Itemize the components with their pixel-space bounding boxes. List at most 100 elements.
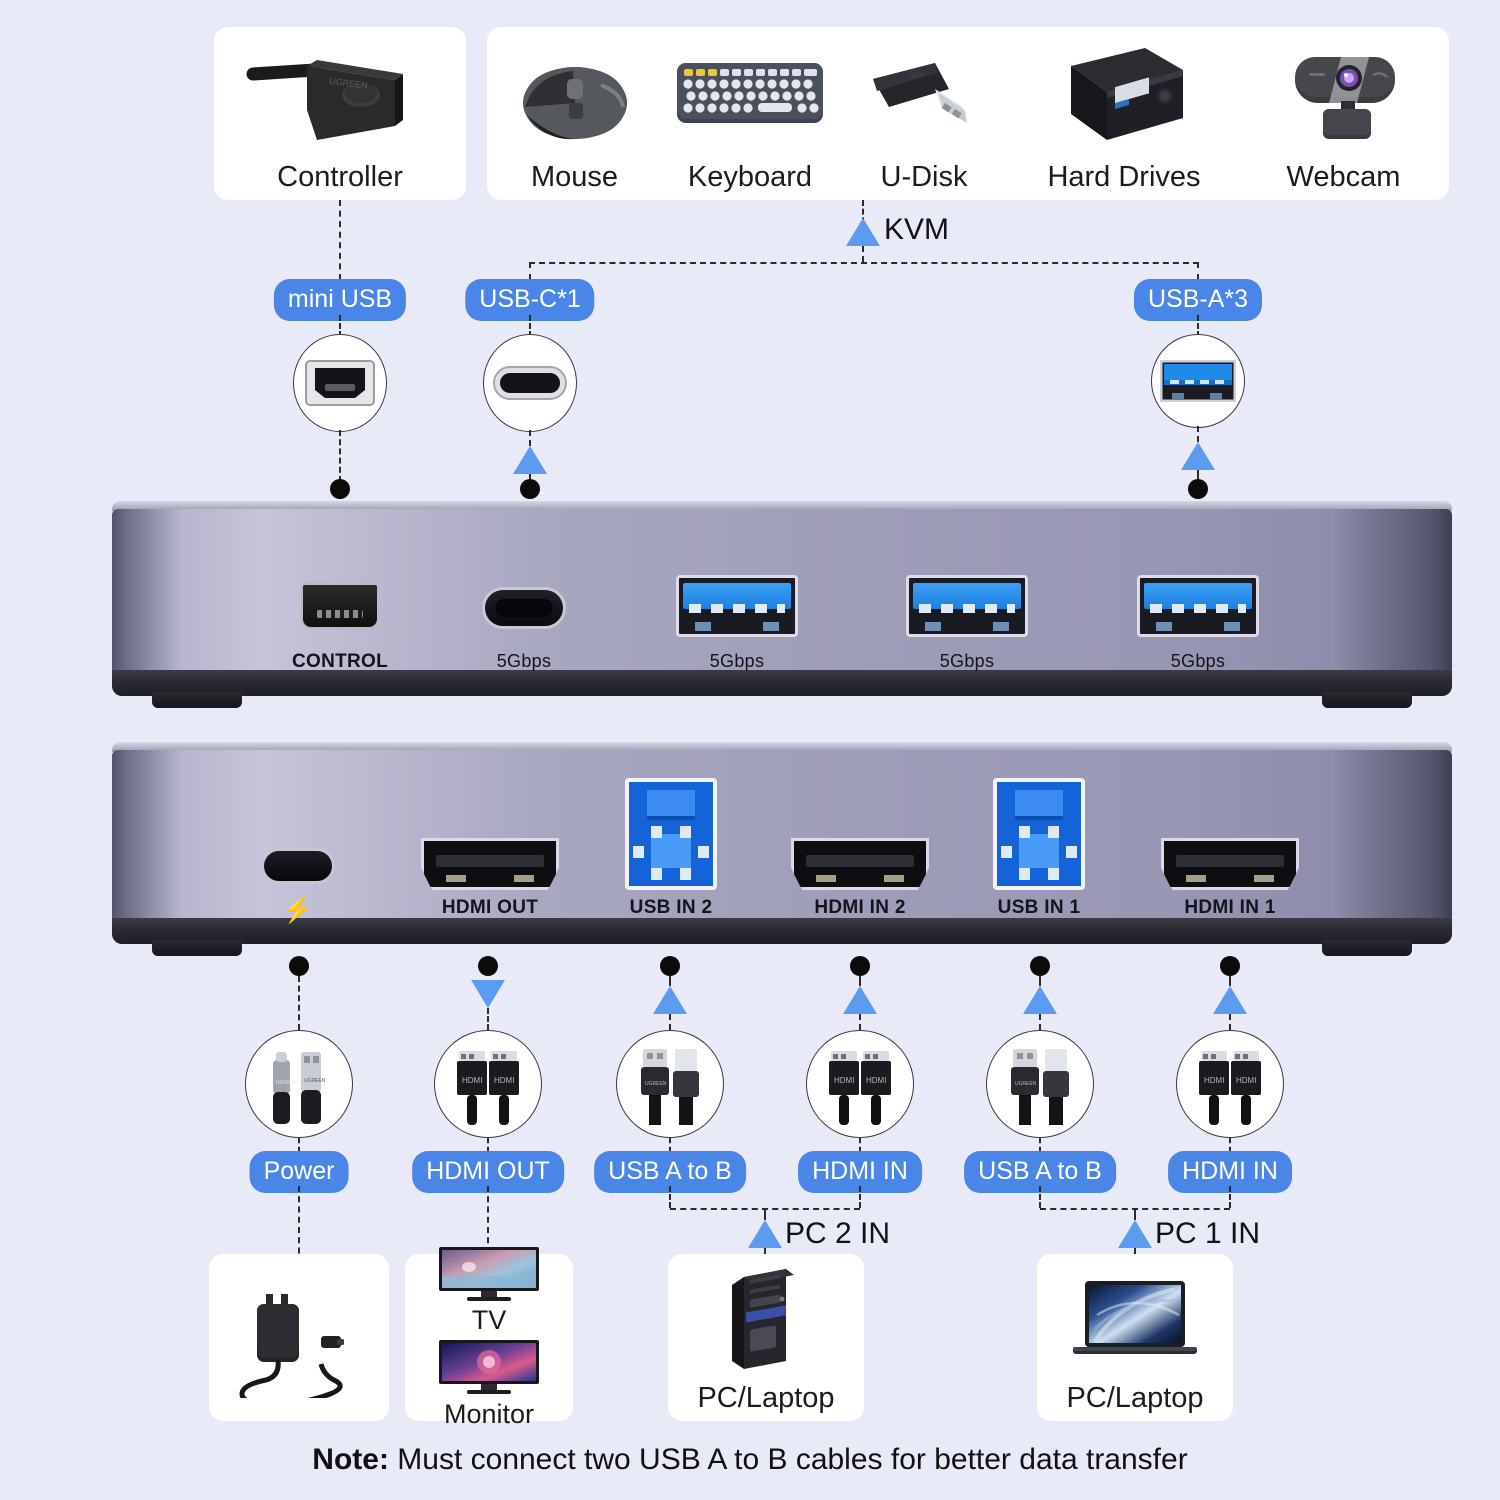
- kvm-arrow-icon: [846, 218, 880, 246]
- line-hdmiin2-down-a: [859, 976, 861, 986]
- line-usba-to-device: [1197, 426, 1199, 442]
- usba-arrow-icon: [1181, 442, 1215, 470]
- monitor-label: Monitor: [443, 1399, 535, 1429]
- pc1-arrow-icon: [1118, 1220, 1152, 1248]
- line-circle-to-badge-hdmiin2: [859, 1138, 861, 1152]
- port-label-usbc-5gbps: 5Gbps: [496, 651, 552, 671]
- device-card-hard-drives: Hard Drives: [1010, 27, 1238, 200]
- closeup-hdmi-in-cable-pc1: HDMI HDMI: [1176, 1030, 1284, 1138]
- controller-to-miniusb-line: [339, 200, 341, 280]
- port-hdmi-in-2: [791, 838, 929, 890]
- connection-dot-hdmi-in-2: [850, 956, 870, 976]
- controller-icon: UGREEN: [214, 27, 466, 162]
- kvm-bracket-right-drop: [1197, 262, 1199, 280]
- line-usbc-to-device: [529, 430, 531, 446]
- badge-usb-c: USB-C*1: [465, 279, 595, 321]
- line-hdmiin2-down-b: [859, 1014, 861, 1030]
- port-hdmi-in-1: [1161, 838, 1299, 890]
- line-usba-to-device-2: [1197, 470, 1199, 482]
- note-body: Must connect two USB A to B cables for b…: [388, 1443, 1188, 1476]
- svg-text:UGREEN: UGREEN: [304, 1078, 326, 1084]
- port-front-usb-c: [482, 587, 566, 629]
- pc2-stem: [764, 1208, 766, 1220]
- badge-hdmi-in-pc2: HDMI IN: [798, 1151, 922, 1193]
- monitor-icon: [437, 1338, 541, 1401]
- desktop-tower-icon: [668, 1254, 864, 1383]
- hdmi-cable-icon: HDMI HDMI: [1199, 1051, 1261, 1125]
- svg-text:UGREEN: UGREEN: [645, 1081, 667, 1087]
- connection-dot-usb-c: [520, 479, 540, 499]
- line-hdmiin1-down-a: [1229, 976, 1231, 986]
- line-usbin2-down-b: [669, 1014, 671, 1030]
- closeup-usb-a-to-b-cable-pc1: UGREEN: [986, 1030, 1094, 1138]
- device-card-pc-laptop-1: PC/Laptop: [1037, 1254, 1233, 1421]
- device-card-label: Controller: [277, 161, 403, 194]
- device-card-keyboard: Keyboard: [662, 27, 838, 200]
- line-hdmiin1-down-b: [1229, 1014, 1231, 1030]
- port-front-usb-a-2: [906, 575, 1028, 637]
- device-card-group-usb: Mouse: [487, 27, 1449, 200]
- line-usba-to-circle: [1197, 315, 1199, 337]
- kvm-stem-lower: [862, 246, 864, 262]
- port-label-control: CONTROL: [291, 651, 389, 672]
- line-circle-to-badge-hdmiout: [487, 1138, 489, 1152]
- hdmi-in-1-arrow-icon: [1213, 986, 1247, 1014]
- port-label-usb-in-2: USB IN 2: [629, 897, 713, 918]
- kvm-label: KVM: [884, 213, 950, 246]
- external-hard-drive-icon: [1010, 27, 1238, 162]
- device-card-label: Webcam: [1286, 161, 1401, 194]
- mini-usb-port-icon: [305, 360, 375, 406]
- pc1-left-riser: [1039, 1186, 1041, 1208]
- svg-text:HDMI: HDMI: [866, 1076, 886, 1085]
- tv-label: TV: [471, 1305, 507, 1336]
- badge-usb-a: USB-A*3: [1133, 279, 1263, 321]
- closeup-power-cable: UGREEN UGREEN: [245, 1030, 353, 1138]
- pc2-arrow-icon: [748, 1220, 782, 1248]
- device-top-edge: [112, 501, 1452, 511]
- laptop-icon: [1037, 1254, 1233, 1383]
- device-card-mouse: Mouse: [487, 27, 662, 200]
- closeup-usb-a-port: [1151, 334, 1245, 428]
- pc1-label: PC 1 IN: [1155, 1217, 1261, 1250]
- line-miniusb-to-device: [339, 430, 341, 482]
- svg-text:HDMI: HDMI: [1236, 1076, 1256, 1085]
- pc2-left-riser: [669, 1186, 671, 1208]
- device-card-label: U-Disk: [880, 161, 968, 194]
- svg-text:HDMI: HDMI: [1204, 1076, 1224, 1085]
- usb-c-port-icon: [493, 366, 567, 400]
- line-usbin2-down-a: [669, 976, 671, 986]
- connection-dot-power: [289, 956, 309, 976]
- device-card-label: PC/Laptop: [1066, 1382, 1204, 1415]
- device-card-label: Mouse: [530, 161, 619, 194]
- closeup-hdmi-out-cable: HDMI HDMI: [434, 1030, 542, 1138]
- device-card-tv-monitor: TV Monitor: [405, 1247, 573, 1429]
- port-label-usba2-5gbps: 5Gbps: [939, 651, 995, 671]
- device-rear-face: [112, 750, 1452, 922]
- hdmi-in-2-arrow-icon: [843, 986, 877, 1014]
- pc2-label: PC 2 IN: [785, 1217, 891, 1250]
- usb-in-1-arrow-icon: [1023, 986, 1057, 1014]
- lightning-bolt-icon: ⚡: [281, 894, 315, 924]
- kvm-switch-rear-panel: ⚡ HDMI OUT USB IN 2 HDMI IN 2 USB IN 1 H…: [112, 742, 1452, 956]
- device-card-udisk: U-Disk: [838, 27, 1010, 200]
- usb-in-2-arrow-icon: [653, 986, 687, 1014]
- device-card-controller: UGREEN Controller: [214, 27, 466, 200]
- line-power-down: [298, 976, 300, 1030]
- line-circle-to-badge-usbab1: [1039, 1138, 1041, 1152]
- usbc-arrow-icon: [513, 446, 547, 474]
- port-front-usb-a-1: [676, 575, 798, 637]
- power-adapter-icon: [209, 1254, 389, 1421]
- device-card-label: Hard Drives: [1047, 161, 1201, 194]
- connection-dot-hdmi-in-1: [1220, 956, 1240, 976]
- closeup-usb-a-to-b-cable-pc2: UGREEN: [616, 1030, 724, 1138]
- svg-text:HDMI: HDMI: [462, 1076, 482, 1085]
- closeup-usb-c-port: [483, 334, 577, 432]
- mouse-icon: [487, 27, 662, 162]
- line-hdmiout-down: [487, 1008, 489, 1030]
- connection-dot-mini-usb: [330, 479, 350, 499]
- connection-dot-usb-a: [1188, 479, 1208, 499]
- device-card-webcam: Webcam: [1238, 27, 1449, 200]
- hdmi-cable-icon: HDMI HDMI: [457, 1051, 519, 1125]
- svg-text:UGREEN: UGREEN: [1015, 1081, 1037, 1087]
- line-usbin1-down-a: [1039, 976, 1041, 986]
